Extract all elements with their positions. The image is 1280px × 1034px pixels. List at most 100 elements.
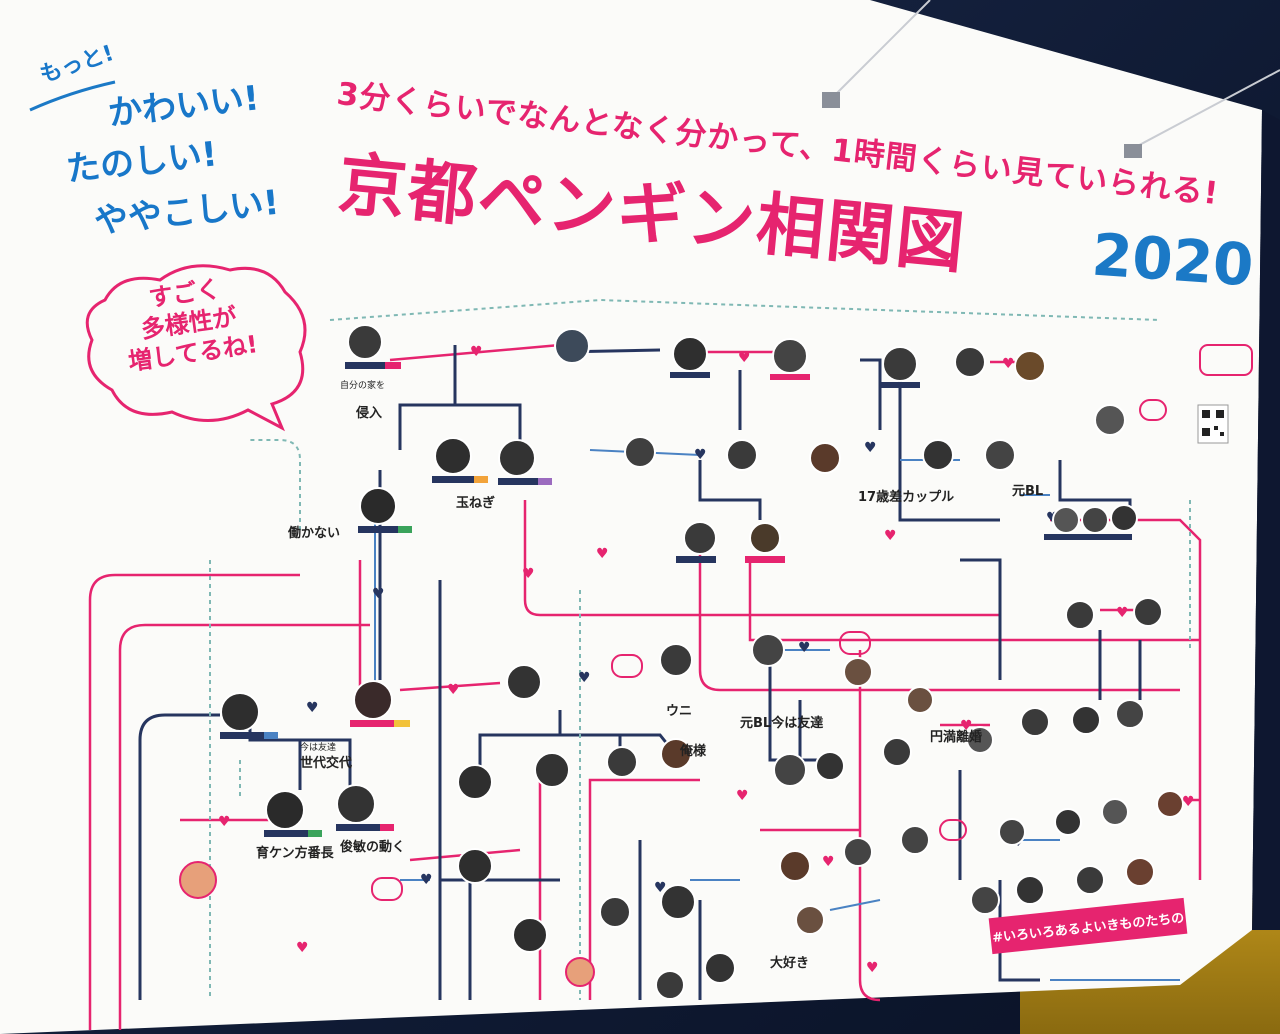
penguin-avatar	[751, 633, 785, 667]
svg-text:♥: ♥	[596, 546, 609, 562]
penguin-avatar	[1075, 865, 1105, 895]
node-label: 大好き	[770, 956, 810, 971]
side-notes	[371, 344, 1253, 901]
relation-lines-pink	[88, 343, 1202, 1030]
svg-text:♥: ♥	[372, 586, 385, 602]
penguin-avatar	[970, 885, 1000, 915]
svg-text:♥: ♥	[578, 670, 591, 686]
node-label: 俺様	[680, 744, 707, 759]
penguin-avatars	[179, 324, 1184, 1000]
svg-text:♥: ♥	[522, 566, 535, 582]
svg-text:♥: ♥	[884, 528, 897, 544]
penguin-avatar	[795, 905, 825, 935]
penguin-avatar	[1133, 597, 1163, 627]
penguin-avatar	[772, 338, 808, 374]
penguin-avatar	[1101, 798, 1129, 826]
svg-text:♥: ♥	[798, 640, 811, 656]
node-label: 俊敏の動く	[340, 840, 406, 855]
svg-text:♥: ♥	[470, 344, 483, 360]
hanging-wire	[1129, 69, 1280, 151]
penguin-avatar	[359, 487, 397, 525]
penguin-avatar	[554, 328, 590, 364]
penguin-avatar	[1071, 705, 1101, 735]
penguin-avatar	[1156, 790, 1184, 818]
svg-text:♥: ♥	[866, 960, 879, 976]
node-label: 元BL	[1012, 484, 1044, 499]
svg-text:♥: ♥	[1002, 356, 1015, 372]
penguin-avatar	[265, 790, 305, 830]
penguin-avatar	[1052, 506, 1080, 534]
penguin-avatar	[882, 737, 912, 767]
penguin-avatar	[336, 784, 376, 824]
speech-bubble: すごく 多様性が 増してるね!	[79, 264, 308, 442]
penguin-avatar	[1014, 350, 1046, 382]
qr-code	[1197, 404, 1229, 444]
penguin-avatar	[1094, 404, 1126, 436]
penguin-avatar	[624, 436, 656, 468]
penguin-avatar	[660, 884, 696, 920]
node-label: 今は友達	[300, 743, 337, 753]
wire-clip	[1124, 144, 1142, 158]
penguin-avatar	[457, 764, 493, 800]
penguin-avatar	[353, 680, 393, 720]
svg-text:♥: ♥	[1116, 605, 1129, 621]
speech-bubble-outline	[85, 264, 307, 432]
svg-text:♥: ♥	[864, 440, 877, 456]
svg-text:♥: ♥	[296, 940, 309, 956]
penguin-avatar	[606, 746, 638, 778]
svg-text:♥: ♥	[960, 718, 973, 734]
penguin-avatar	[1115, 699, 1145, 729]
penguin-avatar	[347, 324, 383, 360]
penguin-avatar	[773, 753, 807, 787]
penguin-avatar	[1065, 600, 1095, 630]
motto-underline	[29, 80, 116, 112]
penguin-avatar	[660, 738, 692, 770]
svg-text:♥: ♥	[1182, 794, 1195, 810]
penguin-avatar	[457, 848, 493, 884]
node-label: 自分の家を	[340, 381, 386, 391]
node-label: 働かない	[288, 526, 341, 541]
node-label: 17歳差カップル	[858, 490, 955, 505]
penguin-avatar	[512, 917, 548, 953]
svg-text:♥: ♥	[306, 700, 319, 716]
node-label: 円満離婚	[930, 730, 983, 745]
penguin-avatar	[655, 970, 685, 1000]
name-tag-bars	[220, 362, 1132, 837]
penguin-avatar	[900, 825, 930, 855]
penguin-avatar	[1015, 875, 1045, 905]
penguin-avatar	[966, 726, 994, 754]
penguin-avatar	[220, 692, 260, 732]
staff-avatar	[565, 957, 595, 987]
penguin-avatar	[906, 686, 934, 714]
svg-text:♥: ♥	[822, 854, 835, 870]
penguin-avatar	[809, 442, 841, 474]
board-shadow-edge	[1252, 110, 1280, 930]
penguin-avatar	[843, 837, 873, 867]
node-label: 世代交代	[300, 756, 353, 771]
node-label: 侵入	[356, 406, 383, 421]
dotted-lines	[209, 298, 1191, 1000]
penguin-avatar	[599, 896, 631, 928]
penguin-avatar	[434, 437, 472, 475]
svg-text:♥: ♥	[447, 682, 460, 698]
penguin-avatar	[1081, 506, 1109, 534]
penguin-avatar	[704, 952, 736, 984]
penguin-avatar	[534, 752, 570, 788]
hanging-wire	[829, 0, 931, 101]
year-logo: 2020	[1089, 220, 1256, 300]
svg-text:♥: ♥	[736, 788, 749, 804]
penguin-avatar	[1054, 808, 1082, 836]
penguin-avatar	[1020, 707, 1050, 737]
svg-text:♥: ♥	[420, 872, 433, 888]
penguin-avatar	[659, 643, 693, 677]
penguin-avatar	[882, 346, 918, 382]
relation-lines-navy	[138, 345, 1142, 1000]
penguin-avatar	[726, 439, 758, 471]
node-label: 玉ねぎ	[456, 496, 496, 511]
penguin-avatar	[779, 850, 811, 882]
node-label: 元BL今は友達	[740, 716, 824, 731]
penguin-avatar	[498, 439, 536, 477]
